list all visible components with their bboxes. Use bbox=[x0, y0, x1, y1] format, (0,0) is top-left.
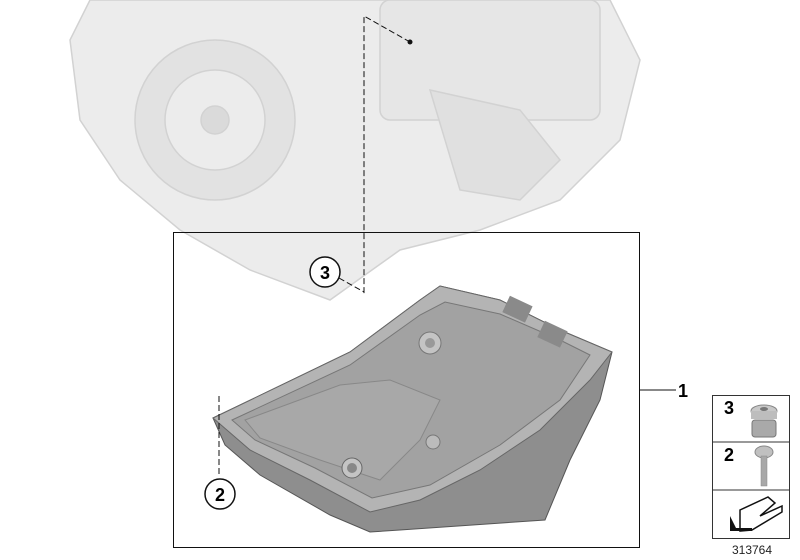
oil-pan bbox=[212, 285, 613, 533]
legend-item-2-number: 2 bbox=[724, 445, 734, 465]
screw-plug-icon bbox=[750, 404, 778, 438]
reference-number: 313764 bbox=[732, 543, 772, 557]
leader-point bbox=[407, 39, 413, 45]
leader-line-3 bbox=[338, 15, 411, 296]
callout-3[interactable]: 3 bbox=[309, 256, 341, 288]
direction-arrow-icon bbox=[730, 496, 783, 532]
transmission-ghost bbox=[69, 0, 641, 301]
parts-legend: 3 2 bbox=[712, 395, 790, 539]
svg-text:2: 2 bbox=[215, 485, 225, 505]
assembly-frame bbox=[173, 232, 640, 548]
callout-2[interactable]: 2 bbox=[204, 478, 236, 510]
callout-1[interactable]: 1 bbox=[678, 381, 688, 401]
bolt-icon bbox=[754, 445, 774, 487]
svg-text:3: 3 bbox=[320, 263, 330, 283]
legend-item-3-number: 3 bbox=[724, 398, 734, 418]
